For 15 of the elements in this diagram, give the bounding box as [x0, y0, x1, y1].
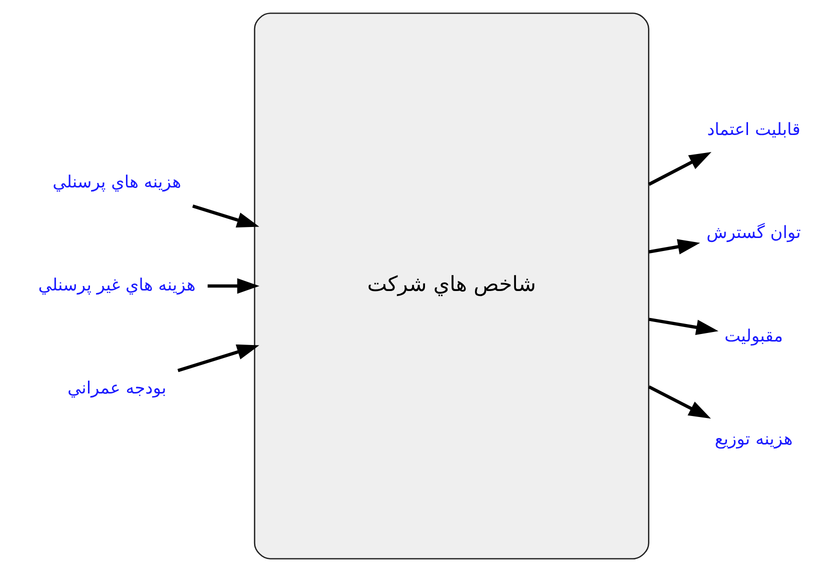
- node-text: مقبوليت: [724, 325, 782, 346]
- arrow: [648, 152, 711, 186]
- arrow: [207, 278, 259, 294]
- node-text: بودجه عمراني: [66, 378, 166, 398]
- node-text: هزينه هاي پرسنلي: [52, 171, 181, 192]
- node-box: شاخص هاي شركت: [253, 12, 649, 560]
- node-text: هزينه توزيع: [714, 428, 792, 448]
- node-text: توان گسترش: [706, 222, 800, 242]
- arrow: [648, 318, 718, 336]
- arrow: [648, 385, 710, 419]
- node-text: قابليت اعتماد: [706, 119, 800, 140]
- arrow: [648, 239, 700, 254]
- arrow: [176, 344, 259, 372]
- arrow: [192, 204, 259, 228]
- node-text: هزينه هاي غير پرسنلي: [38, 274, 196, 294]
